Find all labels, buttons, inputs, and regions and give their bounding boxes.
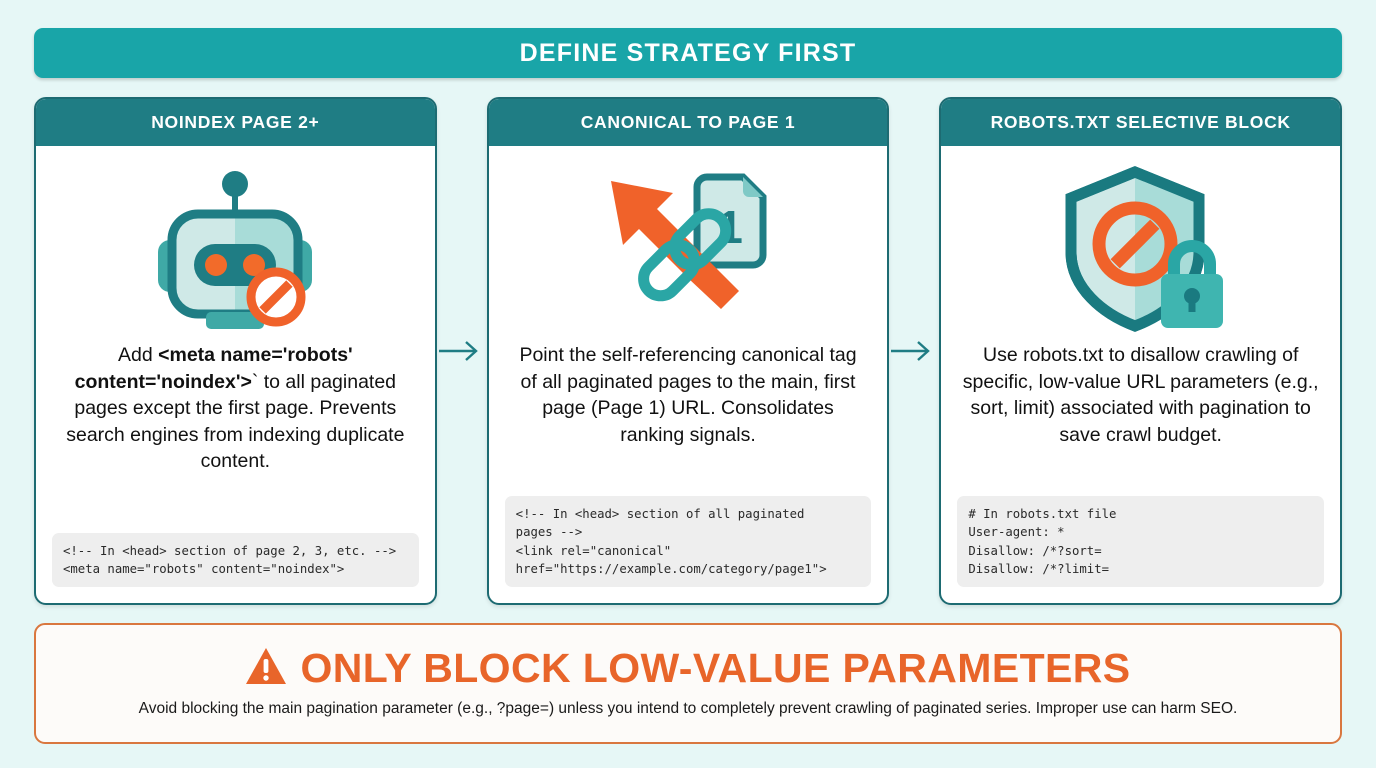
warning-title-row: ONLY BLOCK LOW-VALUE PARAMETERS <box>245 646 1130 691</box>
card-canonical-to-page-1: CANONICAL TO PAGE 1 1 <box>486 97 890 605</box>
canonical-link-page-one-icon: 1 <box>601 163 776 340</box>
robot-blocked-icon <box>150 166 320 336</box>
card2-code-snippet: <!-- In <head> section of all paginated … <box>504 496 872 587</box>
card-robots-txt-selective-block: ROBOTS.TXT SELECTIVE BLOCK <box>939 97 1343 605</box>
arrow-card2-to-card3 <box>889 97 939 605</box>
warning-callout: ONLY BLOCK LOW-VALUE PARAMETERS Avoid bl… <box>34 623 1342 744</box>
strategy-cards-row: NOINDEX PAGE 2+ <box>34 97 1343 605</box>
arrow-card1-to-card2 <box>437 97 487 605</box>
card1-text-bold: <meta name='robots' content='noindex'> <box>74 344 353 393</box>
card1-code-snippet: <!-- In <head> section of page 2, 3, etc… <box>52 532 419 587</box>
card2-header-title: CANONICAL TO PAGE 1 <box>580 112 796 132</box>
card-noindex-page-2plus: NOINDEX PAGE 2+ <box>34 97 437 605</box>
card2-body: 1 Point the self-referencing canonical t… <box>489 146 888 603</box>
card3-body: Use robots.txt to disallow crawling of s… <box>941 146 1340 603</box>
card2-icon-area: 1 <box>601 160 776 342</box>
card1-body: Add <meta name='robots' content='noindex… <box>36 146 435 603</box>
card1-text-tail: ` to all paginated pages except the firs… <box>66 370 405 473</box>
card1-header: NOINDEX PAGE 2+ <box>36 99 435 146</box>
card2-header: CANONICAL TO PAGE 1 <box>488 99 888 146</box>
warning-subtitle: Avoid blocking the main pagination param… <box>138 699 1238 717</box>
warning-triangle-icon <box>245 646 287 691</box>
card1-text-lead: Add <box>117 344 159 366</box>
card1-description: Add <meta name='robots' content='noindex… <box>52 342 419 475</box>
card3-code-snippet: # In robots.txt file User-agent: * Disal… <box>957 496 1325 587</box>
strategy-banner: DEFINE STRATEGY FIRST <box>34 28 1342 78</box>
card3-header-title: ROBOTS.TXT SELECTIVE BLOCK <box>990 112 1291 132</box>
shield-block-lock-icon <box>1055 164 1227 339</box>
card2-description: Point the self-referencing canonical tag… <box>519 344 857 446</box>
card3-description: Use robots.txt to disallow crawling of s… <box>962 344 1319 446</box>
card3-icon-area <box>1055 160 1227 342</box>
card1-header-title: NOINDEX PAGE 2+ <box>151 112 320 132</box>
banner-title: DEFINE STRATEGY FIRST <box>519 38 857 67</box>
card1-icon-area <box>150 160 320 342</box>
card3-header: ROBOTS.TXT SELECTIVE BLOCK <box>941 99 1341 146</box>
warning-title: ONLY BLOCK LOW-VALUE PARAMETERS <box>300 644 1131 691</box>
